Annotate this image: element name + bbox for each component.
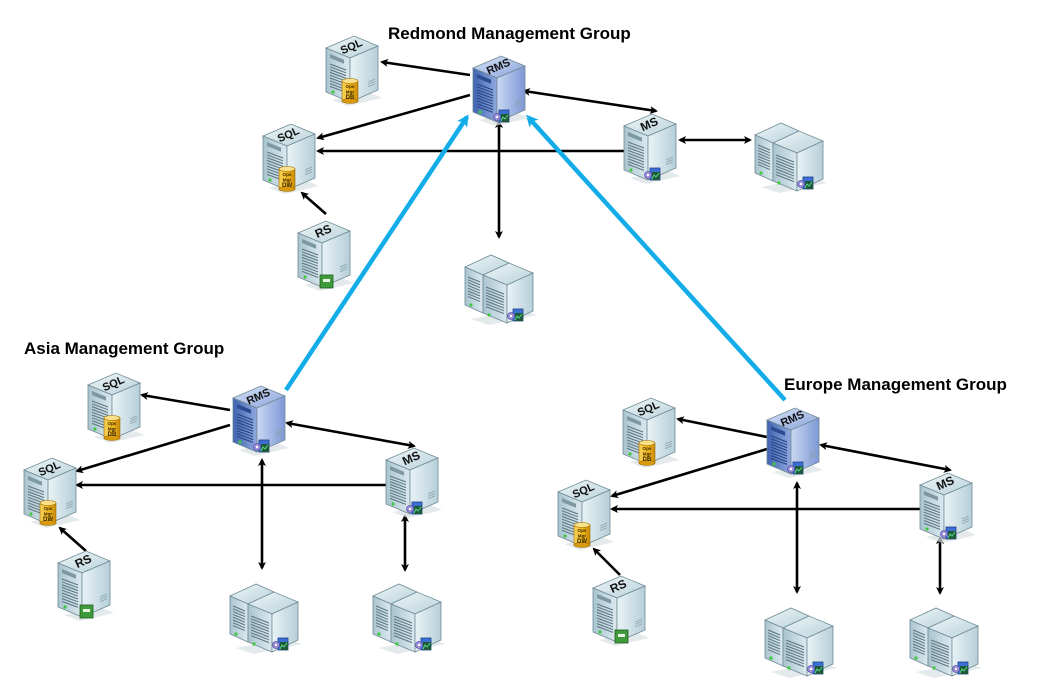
database-label: Ops [283,172,292,177]
europe-rs-server[interactable]: RS [591,575,649,646]
link-europe-rms-to-ms [819,442,952,473]
server-label: RS [313,221,334,241]
asia-ms-server[interactable]: MS [384,447,442,518]
ops-manager-icon [493,109,510,123]
database-label: DB [643,457,652,463]
database-label: Mgr [44,512,53,517]
ops-manager-icon [406,501,423,515]
nodes-layer: RMSSQLOpsMgrDBSQLOpsMgrDWRSMSRMSSQLOpsMg… [22,35,982,678]
database-label: DW [43,517,53,523]
redmond-rms-server[interactable]: RMS [471,55,529,126]
link-europe-rms-to-sql_dw [610,447,768,499]
database-label: Mgr [346,90,355,95]
europe-agents-ms-server[interactable] [909,607,982,678]
ops-manager-icon [787,461,804,475]
report-icon [614,629,629,644]
database-label: DW [577,539,587,545]
server-label: MS [934,473,956,493]
link-redmond-rms-to-ms [522,87,658,115]
europe-agents-rms-server[interactable] [764,607,837,678]
server-label: MS [400,448,422,468]
europe-rms-server[interactable]: RMS [765,407,823,478]
database-label: Mgr [108,427,117,432]
group-link-europe-rms-to-redmond-rms [525,114,787,402]
group-label-asia: Asia Management Group [24,339,225,358]
redmond-ms-server[interactable]: MS [622,113,680,184]
database-label: DB [108,432,117,438]
redmond-rs-server[interactable]: RS [296,220,354,291]
link-asia-rms-to-sql_db [140,392,231,412]
asia-rs-server[interactable]: RS [56,550,114,621]
server-label: MS [638,114,660,134]
ops-manager-icon [415,637,432,651]
asia-agents-ms-server[interactable] [372,583,445,654]
database-label: Mgr [578,534,587,539]
link-asia-rms-to-sql_dw [75,423,231,474]
group-link-asia-rms-to-redmond-rms [284,114,469,392]
ops-manager-icon [272,637,289,651]
redmond-agents-ms-server[interactable] [754,122,827,193]
database-label: Mgr [283,178,292,183]
links-layer [58,58,952,595]
database-label: Mgr [643,452,652,457]
group-label-redmond: Redmond Management Group [388,24,631,43]
asia-rms-server[interactable]: RMS [231,385,289,456]
link-asia-rs-to-sql_dw [58,526,87,552]
link-redmond-rms-to-sql_db [380,58,471,77]
server-label: RS [73,551,94,571]
database-label: Ops [643,446,652,451]
redmond-agents-rms-server[interactable] [464,254,537,325]
link-europe-rs-to-sql_dw [592,547,621,576]
database-label: DW [282,183,292,189]
ops-manager-icon [952,661,969,675]
link-redmond-rs-to-sql_dw [300,191,327,215]
server-label: RS [608,576,629,596]
ops-manager-icon [253,439,270,453]
database-label: DB [346,95,355,101]
report-icon [319,274,334,289]
database-label: Ops [44,506,53,511]
ops-manager-icon [507,308,524,322]
ops-manager-icon [807,661,824,675]
ops-manager-icon [644,167,661,181]
europe-ms-server[interactable]: MS [918,472,976,543]
link-europe-rms-to-sql_db [676,416,768,439]
database-label: Ops [578,528,587,533]
asia-agents-rms-server[interactable] [229,583,302,654]
link-redmond-rms-to-sql_dw [316,93,471,141]
report-icon [79,604,94,619]
link-asia-rms-to-ms [285,420,416,449]
ops-manager-icon [797,176,814,190]
database-label: Ops [108,421,117,426]
database-label: Ops [346,84,355,89]
ops-manager-icon [940,526,957,540]
group-label-europe: Europe Management Group [784,375,1007,394]
